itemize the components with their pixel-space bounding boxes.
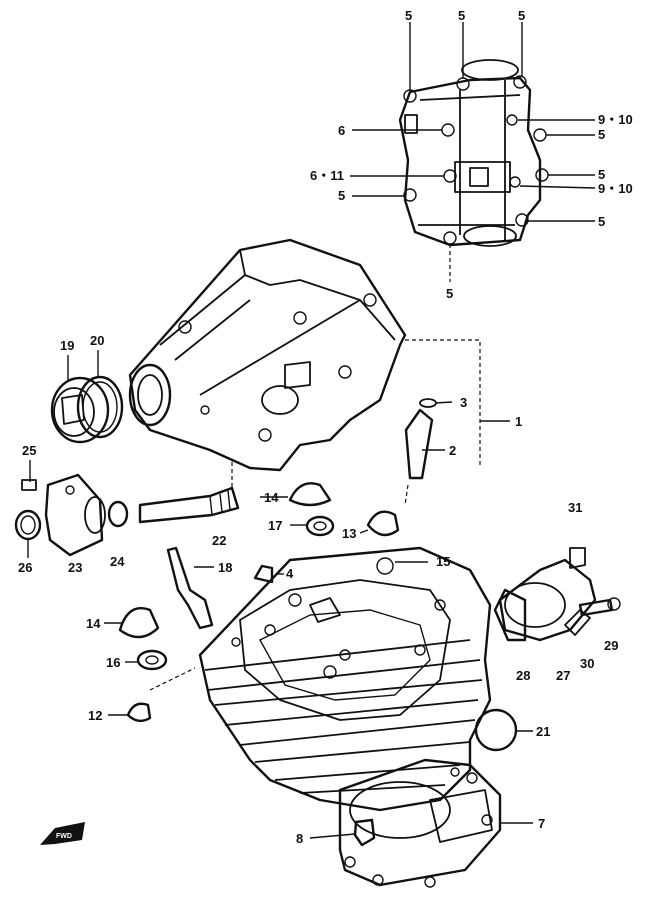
- callout-9-10: 9・10: [598, 181, 633, 196]
- callout-5: 5: [598, 214, 605, 229]
- callout-15: 15: [436, 554, 450, 569]
- callout-14: 14: [264, 490, 279, 505]
- callout-3: 3: [460, 395, 467, 410]
- fwd-marker-text: FWD: [56, 833, 72, 840]
- dash-frame-1: [405, 339, 510, 465]
- callout-17: 17: [268, 518, 282, 533]
- callout-5: 5: [405, 8, 412, 23]
- cylinder-head: [198, 546, 492, 812]
- callout-19: 19: [60, 338, 74, 353]
- callout-2: 2: [449, 443, 456, 458]
- callout-13: 13: [342, 526, 356, 541]
- callout-4: 4: [286, 566, 294, 581]
- callout-27: 27: [556, 668, 570, 683]
- head-cover-3d: [128, 238, 407, 472]
- fwd-marker: FWD: [40, 822, 85, 845]
- callout-22: 22: [212, 533, 226, 548]
- callout-28: 28: [516, 668, 530, 683]
- callout-5: 5: [598, 127, 605, 142]
- callout-21: 21: [536, 724, 550, 739]
- callout-14: 14: [86, 616, 101, 631]
- callout-6: 6: [338, 123, 345, 138]
- cap-19: [50, 376, 110, 444]
- callout-1: 1: [515, 414, 522, 429]
- callout-16: 16: [106, 655, 120, 670]
- lower-leaders: [27, 350, 533, 839]
- callout-12: 12: [88, 708, 102, 723]
- callout-25: 25: [22, 443, 36, 458]
- callout-5: 5: [598, 167, 605, 182]
- callout-5: 5: [458, 8, 465, 23]
- tach-parts: [14, 473, 240, 557]
- callout-9-10: 9・10: [598, 112, 633, 127]
- callout-8: 8: [296, 831, 303, 846]
- callout-23: 23: [68, 560, 82, 575]
- parts-2-3: [404, 398, 437, 506]
- callout-24: 24: [110, 554, 125, 569]
- callout-30: 30: [580, 656, 594, 671]
- small-parts: [118, 482, 518, 847]
- intake-pipe: [493, 547, 621, 642]
- callout-20: 20: [90, 333, 104, 348]
- head-cover-top-view: [398, 59, 549, 247]
- callout-5: 5: [446, 286, 453, 301]
- callout-6-11: 6・11: [310, 168, 344, 183]
- callout-18: 18: [218, 560, 232, 575]
- callout-labels: 5 5 5 9・10 6 5 6・11 5 5 9・10 5 5 19 20 3…: [18, 8, 633, 846]
- callout-29: 29: [604, 638, 618, 653]
- head-cover-leaders: [350, 22, 596, 282]
- callout-5: 5: [338, 188, 345, 203]
- callout-7: 7: [538, 816, 545, 831]
- gasket-7: [338, 758, 502, 888]
- callout-26: 26: [18, 560, 32, 575]
- callout-5: 5: [518, 8, 525, 23]
- callout-31: 31: [568, 500, 582, 515]
